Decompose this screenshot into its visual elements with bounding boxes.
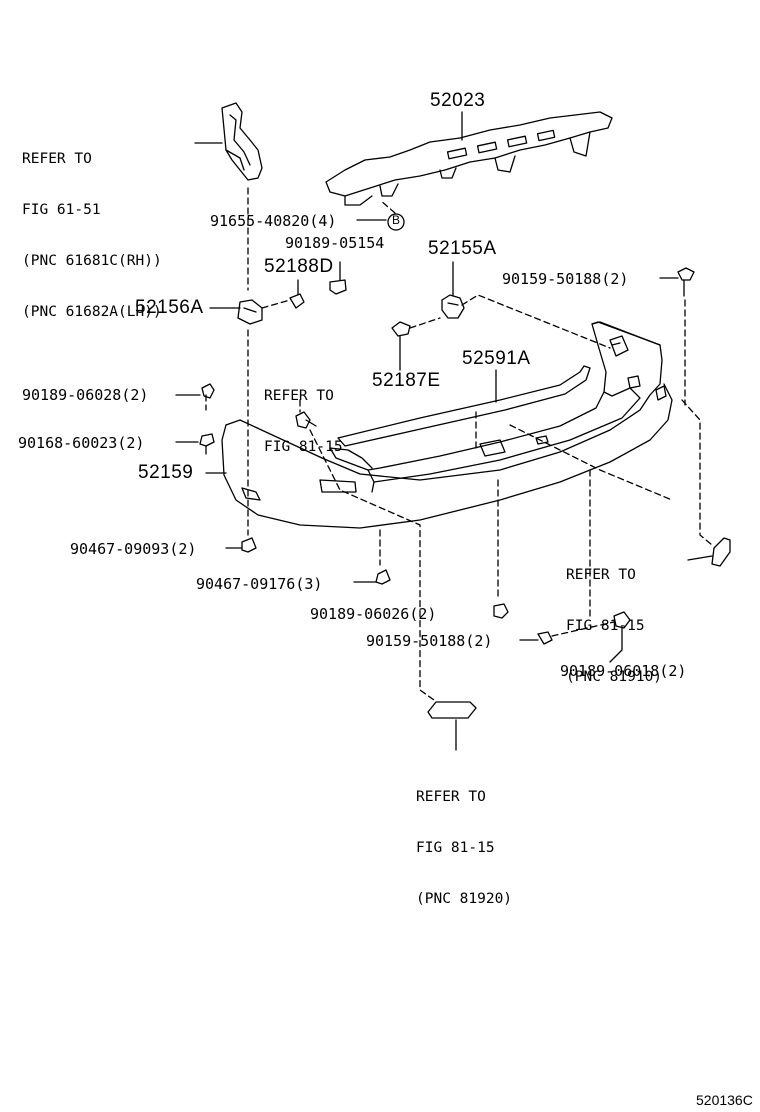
label-90189-06028: 90189-06028(2) (22, 386, 149, 404)
ref-81920-line3: (PNC 81920) (416, 891, 513, 907)
label-91655: 91655-40820(4) (210, 212, 337, 230)
label-90467-09093: 90467-09093(2) (70, 540, 197, 558)
dash-b-to-reinforcement (380, 200, 395, 213)
marker-b-letter: B (392, 213, 401, 227)
bolt-90159-top (660, 268, 694, 296)
bumper-reinforcement (326, 112, 612, 205)
ref-6151-line1: REFER TO (22, 151, 92, 167)
side-bracket (222, 103, 262, 180)
clip-90467-09176 (354, 570, 390, 584)
clip-90189-05154 (330, 262, 346, 294)
label-90168-60023: 90168-60023(2) (18, 434, 145, 452)
ref-81910-line2: FIG 81-15 (566, 618, 645, 634)
ref-81920-line2: FIG 81-15 (416, 840, 495, 856)
dash-bolt-bottom (552, 622, 614, 636)
retainer-52155A (442, 262, 464, 318)
ref-pnc-81920: REFER TO FIG 81-15 (PNC 81920) (416, 755, 512, 925)
dash-bumper-right-a (510, 425, 672, 500)
illustration-code: 520136C (696, 1092, 753, 1108)
label-52187E: 52187E (372, 370, 441, 391)
bolt-90159-bottom (520, 632, 552, 644)
label-52155A: 52155A (428, 238, 497, 259)
label-90467-09176: 90467-09176(3) (196, 575, 323, 593)
label-90189-06026: 90189-06026(2) (310, 605, 437, 623)
dash-52155A-to-bumper (462, 295, 610, 348)
ref-81920-line1: REFER TO (416, 789, 486, 805)
seal-52591A (338, 366, 590, 446)
clip-90467-09093 (226, 538, 256, 552)
marker-b-circle (388, 214, 404, 230)
ref-mid-line1: REFER TO (264, 388, 334, 404)
label-52023: 52023 (430, 90, 486, 111)
ref-6151-line4: (PNC 61682A(LH)) (22, 304, 162, 320)
dash-bumper-mid-left (310, 430, 434, 700)
ref-mid-line2: FIG 81-15 (264, 439, 343, 455)
ref-6151-line3: (PNC 61681C(RH)) (22, 253, 162, 269)
label-90159-bottom: 90159-50188(2) (366, 632, 493, 650)
reflector (428, 702, 476, 750)
ref-6151-line2: FIG 61-51 (22, 202, 101, 218)
label-52159: 52159 (138, 462, 194, 483)
label-52188D: 52188D (264, 256, 334, 277)
ref-fig-81-15-mid: REFER TO FIG 81-15 (264, 354, 343, 473)
label-52156A: 52156A (135, 297, 204, 318)
label-90189-06018: 90189-06018(2) (560, 662, 687, 680)
ref-fig-61-51: REFER TO FIG 61-51 (PNC 61681C(RH)) (PNC… (22, 117, 162, 338)
corner-piece (712, 538, 730, 566)
retainer-52156A (238, 300, 262, 324)
spacer-52188D (290, 280, 304, 308)
dash-bumper-right-b (682, 400, 712, 545)
leader-corner-piece (688, 556, 712, 560)
ref-81910-line1: REFER TO (566, 567, 636, 583)
clip-52187E (392, 322, 410, 368)
grommet-ref-mid (296, 412, 316, 428)
label-52591A: 52591A (462, 348, 531, 369)
label-90189-05154: 90189-05154 (285, 234, 385, 252)
clip-90189-06018 (610, 612, 630, 662)
dash-52156A-to-52188D (262, 300, 290, 308)
ref-pnc-81910: REFER TO FIG 81-15 (PNC 81910) (566, 533, 662, 703)
label-90159-top: 90159-50188(2) (502, 270, 629, 288)
dash-52187E-to-52155A (410, 318, 440, 328)
clip-90189-06026 (494, 604, 508, 618)
ref-81910-line3: (PNC 81910) (566, 669, 663, 685)
screw-90168-60023 (176, 434, 214, 454)
screw-90189-06028 (176, 384, 214, 398)
bumper-cover (222, 322, 672, 528)
